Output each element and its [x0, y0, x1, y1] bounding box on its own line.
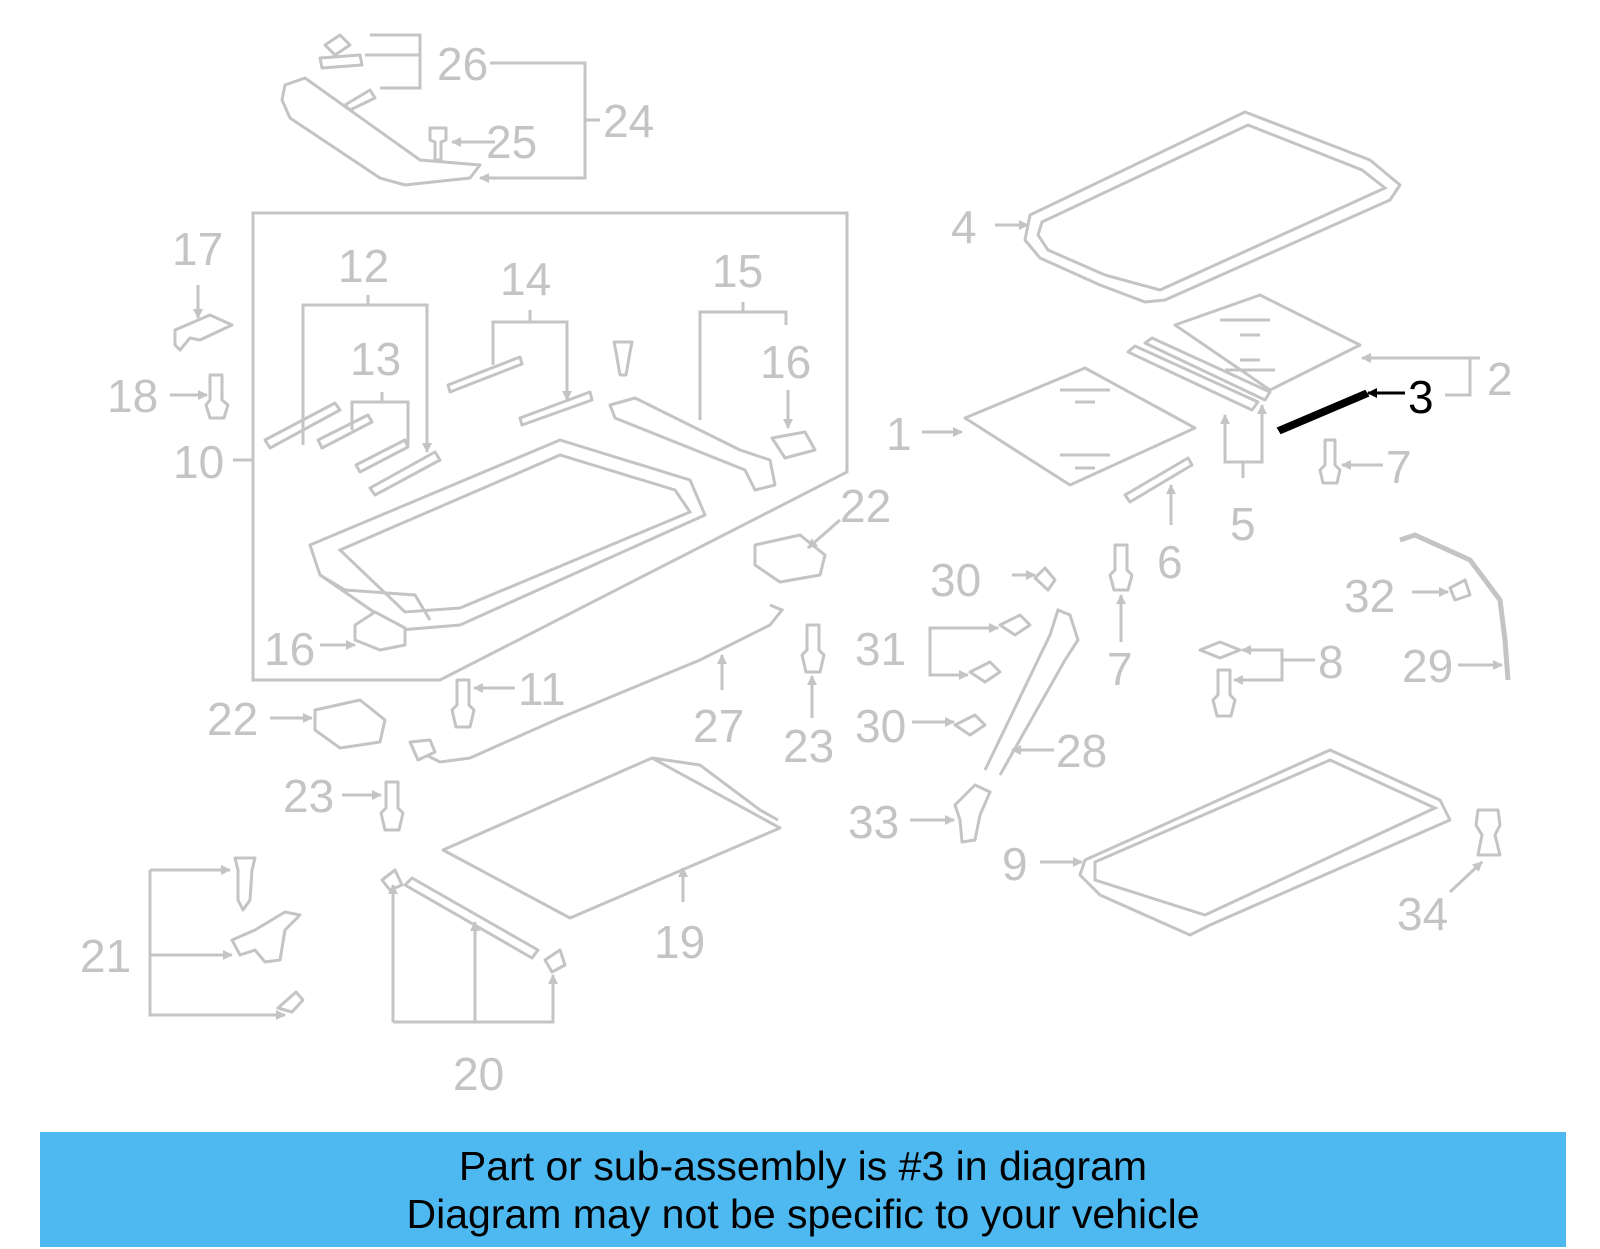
- sunroof-frame: [308, 438, 707, 632]
- callout-13: 13: [350, 333, 401, 385]
- part-7-bolt-b: [1108, 543, 1134, 592]
- callout-17: 17: [172, 223, 223, 275]
- part-32-clip: [1448, 578, 1472, 602]
- parts-diagram: 26 24 25 17 12 14 15 13 16 18 10 16 22 1…: [80, 33, 1513, 1100]
- callout-16-bottom: 16: [264, 623, 315, 675]
- callout-29: 29: [1402, 640, 1453, 692]
- part-5-strip-b: [1143, 336, 1272, 402]
- callout-11: 11: [518, 663, 566, 715]
- part-18-bolt: [204, 373, 230, 420]
- frame-assembly-box: [251, 211, 849, 682]
- callout-33: 33: [848, 796, 899, 848]
- part-34-plug: [1474, 808, 1502, 857]
- part-28-drain-tube: [983, 607, 1080, 776]
- callout-8: 8: [1318, 636, 1344, 688]
- callout-3: 3: [1408, 371, 1434, 423]
- part-27-cable: [419, 603, 785, 764]
- callout-18: 18: [107, 370, 158, 422]
- callout-15: 15: [712, 245, 763, 297]
- callout-lines: [148, 33, 1503, 1024]
- callout-7-right: 7: [1386, 441, 1412, 493]
- callout-30-top: 30: [930, 554, 981, 606]
- callout-26: 26: [437, 38, 488, 90]
- callout-24: 24: [603, 95, 654, 147]
- callout-14: 14: [500, 253, 551, 305]
- callout-28: 28: [1056, 725, 1107, 777]
- info-banner: Part or sub-assembly is #3 in diagram Di…: [40, 1132, 1566, 1247]
- part-1-glass: [963, 366, 1197, 487]
- callout-32: 32: [1344, 570, 1395, 622]
- part-19-sunshade: [441, 756, 782, 920]
- part-17-bracket: [173, 313, 234, 352]
- part-31-clip-a: [998, 613, 1032, 637]
- banner-line-1: Part or sub-assembly is #3 in diagram: [458, 1143, 1148, 1189]
- part-29-drain-tube: [1399, 532, 1511, 681]
- part-8-bolt: [1211, 668, 1237, 718]
- part-4-seal: [1023, 110, 1402, 304]
- callout-20: 20: [453, 1048, 504, 1100]
- part-33-connector: [953, 783, 992, 844]
- part-6-strip: [1123, 456, 1194, 504]
- callout-22-bottom: 22: [207, 693, 258, 745]
- part-31-clip-b: [968, 660, 1002, 684]
- callout-7-bottom: 7: [1107, 643, 1133, 695]
- callout-12: 12: [338, 240, 389, 292]
- callout-27: 27: [693, 700, 744, 752]
- callout-21: 21: [80, 930, 131, 982]
- callout-10: 10: [173, 436, 224, 488]
- part-20-rail: [403, 876, 540, 960]
- callout-30-bottom: 30: [855, 700, 906, 752]
- callout-23-right: 23: [783, 720, 834, 772]
- part-21-handle: [230, 910, 302, 964]
- part-3-strip: [1276, 389, 1370, 435]
- callout-4: 4: [951, 201, 977, 253]
- part-20-clip-b: [543, 948, 567, 974]
- part-21-screw: [233, 856, 257, 912]
- part-2-glass: [1173, 293, 1362, 392]
- part-21-clip: [276, 990, 305, 1014]
- part-5-strip: [1126, 344, 1260, 412]
- part-30-clip-b: [953, 713, 987, 737]
- callout-1: 1: [886, 408, 912, 460]
- banner-line-2: Diagram may not be specific to your vehi…: [406, 1191, 1200, 1237]
- callout-9: 9: [1002, 838, 1028, 890]
- part-22-block-b: [313, 698, 387, 750]
- callout-23-left: 23: [283, 770, 334, 822]
- part-8-clip: [1198, 640, 1242, 660]
- callout-5: 5: [1230, 498, 1256, 550]
- part-23-bolt-b: [379, 780, 405, 832]
- part-11-bolt: [450, 678, 476, 729]
- callout-19: 19: [654, 916, 705, 968]
- part-23-bolt-a: [800, 623, 826, 674]
- callout-16-top: 16: [760, 336, 811, 388]
- callout-25: 25: [486, 116, 537, 168]
- callout-6: 6: [1157, 536, 1183, 588]
- part-30-clip-a: [1033, 566, 1057, 592]
- callout-2: 2: [1487, 353, 1513, 405]
- deflector-trim: [280, 33, 482, 187]
- callout-31: 31: [855, 623, 906, 675]
- callout-labels: 26 24 25 17 12 14 15 13 16 18 10 16 22 1…: [80, 38, 1513, 1100]
- callout-34: 34: [1397, 888, 1448, 940]
- part-9-seal: [1078, 748, 1452, 937]
- part-7-bolt-a: [1318, 438, 1342, 485]
- callout-22-top: 22: [840, 480, 891, 532]
